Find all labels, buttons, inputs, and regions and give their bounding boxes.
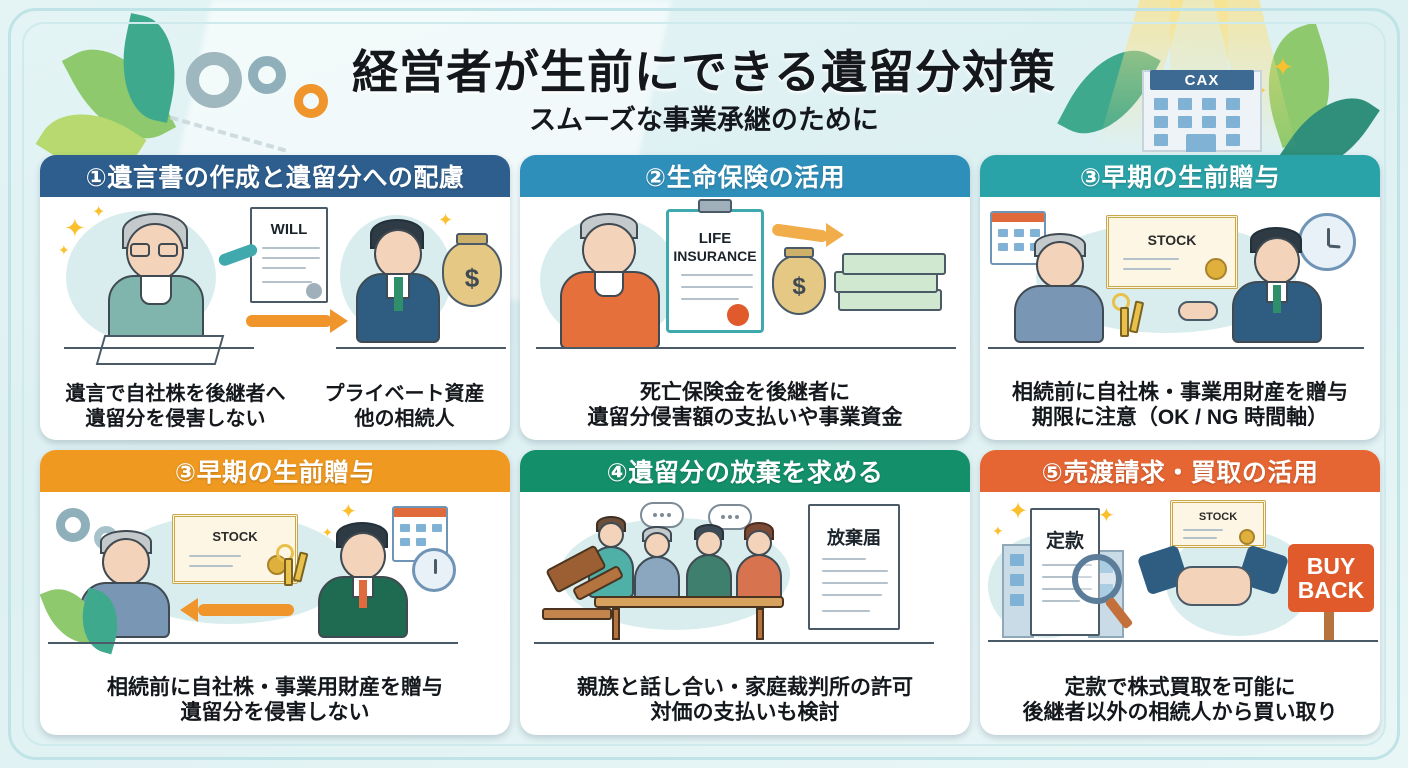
arrow-orange — [198, 604, 294, 616]
articles-document-label: 定款 — [1045, 531, 1084, 552]
card-header-2-label: ②生命保険の活用 — [644, 164, 846, 192]
card-life-insurance[interactable]: ②生命保険の活用 LIFE INSURANCE — [520, 155, 970, 440]
card-early-gifting-top[interactable]: ③早期の生前贈与 — [980, 155, 1380, 440]
office-building-illustration: CAX — [1142, 48, 1262, 152]
card-5-illustration: 放棄届 — [520, 492, 970, 671]
card-will-preparation[interactable]: ①遺言書の作成と遺留分への配慮 ✦ ✦ ✦ — [40, 155, 510, 440]
red-seal-icon — [727, 304, 749, 326]
clock-icon — [412, 548, 456, 592]
strategy-card-grid: ①遺言書の作成と遺留分への配慮 ✦ ✦ ✦ — [40, 155, 1380, 735]
insurance-label-line1: LIFE — [698, 230, 732, 247]
card-4-caption: 相続前に自社株・事業用財産を贈与 遺留分を侵害しない — [107, 675, 443, 725]
family-member-figure — [734, 522, 786, 604]
key-icon — [1120, 307, 1129, 337]
sparkle-icon: ✦ — [58, 242, 70, 258]
family-member-figure — [684, 524, 736, 604]
gear-icon — [56, 508, 90, 542]
gold-seal-icon — [1205, 258, 1227, 280]
card-header-3: ③早期の生前贈与 — [980, 155, 1380, 197]
card-header-6: ⑤売渡請求・買取の活用 — [980, 450, 1380, 492]
arrow-orange — [246, 315, 332, 327]
buyback-sign-line2: BACK — [1297, 577, 1365, 603]
speech-bubble-icon — [640, 502, 684, 528]
insurance-label-line2: INSURANCE — [673, 248, 757, 264]
sign-post — [1324, 612, 1334, 640]
card-header-5-label: ④遺留分の放棄を求める — [606, 459, 884, 487]
will-document-label: WILL — [270, 221, 308, 238]
gear-icon — [248, 56, 286, 94]
card-1-caption-left: 遺言で自社株を後継者へ 遺留分を侵害しない — [65, 383, 286, 430]
page-title: 経営者が生前にできる遺留分対策 — [351, 46, 1057, 98]
money-bag-icon: $ — [772, 255, 826, 315]
money-bag-icon: $ — [442, 241, 502, 307]
will-document: WILL — [250, 207, 328, 303]
poster-header: 経営者が生前にできる遺留分対策 スムーズな事業承継のために — [0, 0, 1408, 150]
card-buyback[interactable]: ⑤売渡請求・買取の活用 ✦ ✦ ✦ 定款 — [980, 450, 1380, 735]
sparkle-icon: ✦ — [438, 210, 454, 230]
successor-figure — [352, 219, 444, 349]
elderly-man-figure — [1014, 233, 1108, 345]
arrow-orange — [771, 223, 829, 243]
card-header-6-label: ⑤売渡請求・買取の活用 — [1041, 459, 1319, 487]
family-member-figure — [632, 526, 684, 604]
stock-certificate-label: STOCK — [1147, 232, 1197, 248]
buyback-sign: BUY BACK — [1288, 544, 1374, 612]
sparkle-icon: ✦ — [92, 204, 106, 221]
successor-figure — [1232, 227, 1326, 345]
magnifier-icon — [1072, 554, 1122, 604]
card-2-caption: 死亡保険金を後継者に 遺留分侵害額の支払いや事業資金 — [587, 380, 903, 430]
card-header-3-label: ③早期の生前贈与 — [1079, 164, 1281, 192]
card-1-illustration: ✦ ✦ ✦ WILL — [40, 197, 510, 379]
sparkle-icon: ✦ — [992, 523, 1004, 539]
buyback-sign-line1: BUY — [1306, 552, 1356, 579]
money-bag-label: $ — [792, 273, 806, 300]
card-6-caption: 定款で株式買取を可能に 後継者以外の相続人から買い取り — [1022, 675, 1338, 725]
gear-icon — [294, 84, 328, 118]
money-bag-label: $ — [464, 263, 480, 293]
card-3-illustration: STOCK — [980, 197, 1380, 376]
sparkle-icon: ✦ — [1098, 505, 1115, 527]
elderly-man-figure — [102, 213, 212, 353]
stock-certificate: STOCK — [1170, 500, 1266, 548]
building-sign: CAX — [1150, 70, 1254, 90]
sparkle-icon: ✦ — [64, 213, 86, 243]
card-header-4-label: ③早期の生前贈与 — [174, 459, 376, 487]
stock-certificate-label: STOCK — [212, 529, 258, 544]
sparkle-icon: ✦ — [340, 501, 357, 523]
page-subtitle: スムーズな事業承継のために — [529, 105, 879, 135]
waiver-document: 放棄届 — [808, 504, 900, 630]
card-6-illustration: ✦ ✦ ✦ 定款 — [980, 492, 1380, 671]
arrow-orange-head — [826, 223, 844, 247]
sparkle-icon: ✦ — [1008, 498, 1029, 525]
card-header-4: ③早期の生前贈与 — [40, 450, 510, 492]
card-3-caption: 相続前に自社株・事業用財産を贈与 期限に注意（OK / NG 時間軸） — [1012, 380, 1348, 430]
card-header-5: ④遺留分の放棄を求める — [520, 450, 970, 492]
arrow-orange-head — [330, 309, 348, 333]
card-4-illustration: ✦ ✦ STOCK — [40, 492, 510, 671]
card-1-caption-right: プライベート資産 他の相続人 — [324, 383, 485, 430]
stock-certificate-label: STOCK — [1198, 511, 1238, 523]
sparkle-icon: ✦ — [322, 525, 333, 540]
gold-seal-icon — [1239, 529, 1255, 545]
stock-certificate: STOCK — [1106, 215, 1238, 289]
table-illustration — [594, 596, 784, 608]
card-early-gifting-bottom[interactable]: ③早期の生前贈与 ✦ ✦ — [40, 450, 510, 735]
card-5-caption: 親族と話し合い・家庭裁判所の許可 対価の支払いも検討 — [577, 675, 913, 725]
arrow-orange-head — [180, 598, 198, 622]
insurance-clipboard: LIFE INSURANCE — [666, 209, 764, 333]
waiver-document-label: 放棄届 — [827, 528, 881, 548]
card-1-captions: 遺言で自社株を後継者へ 遺留分を侵害しない プライベート資産 他の相続人 — [40, 378, 510, 440]
successor-figure — [318, 522, 412, 640]
key-icon — [284, 558, 293, 586]
cash-stack-icon — [842, 253, 946, 275]
card-header-2: ②生命保険の活用 — [520, 155, 970, 197]
elderly-man-figure — [558, 211, 664, 353]
card-2-illustration: LIFE INSURANCE $ — [520, 197, 970, 376]
building-sign-label: CAX — [1184, 71, 1220, 89]
card-header-1-label: ①遺言書の作成と遺留分への配慮 — [85, 164, 465, 192]
card-header-1: ①遺言書の作成と遺留分への配慮 — [40, 155, 510, 197]
handshake-icon — [1176, 566, 1252, 606]
card-waiver-request[interactable]: ④遺留分の放棄を求める — [520, 450, 970, 735]
